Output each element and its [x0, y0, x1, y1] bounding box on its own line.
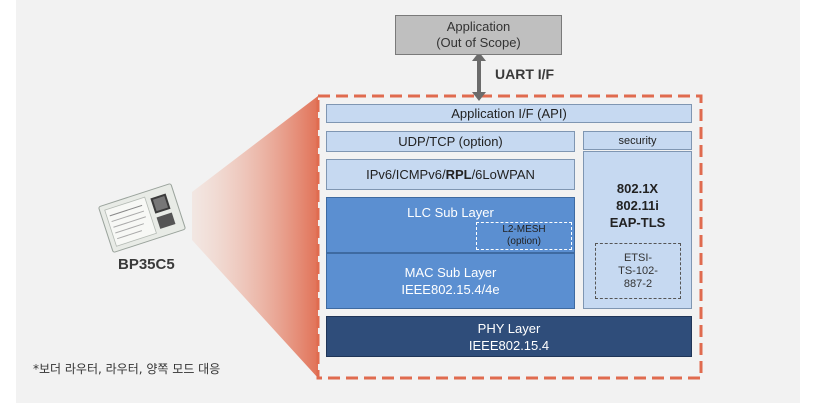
- phy-label: PHY Layer: [477, 320, 541, 336]
- phy-standard: IEEE802.15.4: [468, 337, 550, 353]
- l2-mesh-box: L2-MESH (option): [476, 222, 572, 250]
- projection-beam: [192, 96, 318, 378]
- phy-layer: PHY Layer IEEE802.15.4: [326, 316, 692, 357]
- etsi-box: ETSI- TS-102- 887-2: [595, 243, 681, 299]
- udp-tcp-label: UDP/TCP (option): [398, 133, 503, 149]
- uart-arrow-head-up: [472, 52, 486, 61]
- security-protocols: 802.1X 802.11i EAP-TLS: [609, 181, 666, 230]
- app-if-layer: Application I/F (API): [326, 104, 692, 123]
- security-layer: 802.1X 802.11i EAP-TLS ETSI- TS-102- 887…: [583, 151, 692, 309]
- application-subtitle: (Out of Scope): [436, 35, 521, 50]
- security-header: security: [583, 131, 692, 150]
- application-title: Application: [446, 19, 511, 34]
- udp-tcp-layer: UDP/TCP (option): [326, 131, 575, 152]
- mac-standard: IEEE802.15.4/4e: [401, 282, 500, 297]
- llc-layer: LLC Sub Layer L2-MESH (option): [326, 197, 575, 253]
- app-if-label: Application I/F (API): [451, 105, 567, 121]
- security-header-label: security: [618, 134, 657, 147]
- application-box: Application (Out of Scope): [395, 15, 562, 55]
- module-chip-icon: [98, 183, 186, 253]
- module-label: BP35C5: [118, 256, 175, 273]
- ipv6-layer: IPv6/ICMPv6/RPL/6LoWPAN: [326, 159, 575, 190]
- llc-label: LLC Sub Layer: [407, 205, 494, 220]
- mac-label: MAC Sub Layer: [404, 265, 497, 280]
- uart-label: UART I/F: [495, 66, 555, 82]
- footnote: *보더 라우터, 라우터, 양쪽 모드 대응: [33, 362, 221, 376]
- uart-arrow-head-down: [472, 92, 486, 101]
- ipv6-label: IPv6/ICMPv6/RPL/6LoWPAN: [366, 166, 535, 182]
- mac-layer: MAC Sub Layer IEEE802.15.4/4e: [326, 253, 575, 309]
